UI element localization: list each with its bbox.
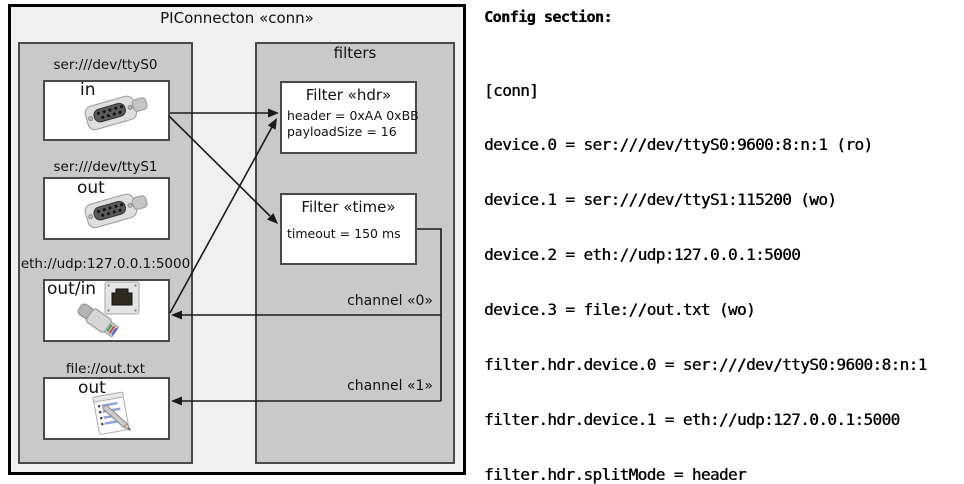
config-line-filter-hdr-splitmode: filter.hdr.splitMode = header xyxy=(484,464,747,484)
diagram-title: PIConnecton «conn» xyxy=(160,9,314,27)
config-line-section: [conn] xyxy=(484,80,539,100)
config-lines: [conn] device.0 = ser:///dev/ttyS0:9600:… xyxy=(484,45,960,484)
filter-time-title: Filter «time» xyxy=(301,198,396,216)
config-line-filter-hdr-device-0: filter.hdr.device.0 = ser:///dev/ttyS0:9… xyxy=(484,355,927,375)
device-io-ttyS0: in xyxy=(80,80,96,100)
device-uri-ttyS1: ser:///dev/ttyS1 xyxy=(53,159,158,175)
ethernet-port-icon xyxy=(104,281,140,315)
ethernet-plug-icon xyxy=(77,303,120,338)
serial-connector-icon xyxy=(84,193,148,229)
device-io-eth: out/in xyxy=(47,279,97,299)
config-section: Config section: [conn] device.0 = ser://… xyxy=(484,8,960,484)
config-heading: Config section: xyxy=(484,8,612,26)
config-line-device-0: device.0 = ser:///dev/ttyS0:9600:8:n:1 (… xyxy=(484,135,873,155)
filter-hdr-attr-header: header = 0xAA 0xBB xyxy=(287,108,419,123)
device-uri-ttyS0: ser:///dev/ttyS0 xyxy=(53,57,158,73)
device-uri-eth: eth://udp:127.0.0.1:5000 xyxy=(20,256,191,272)
config-line-device-3: device.3 = file://out.txt (wo) xyxy=(484,300,756,320)
filter-time-attr-timeout: timeout = 150 ms xyxy=(287,226,401,241)
device-io-ttyS1: out xyxy=(77,178,105,198)
filter-hdr-box xyxy=(280,81,417,154)
config-line-filter-hdr-device-1: filter.hdr.device.1 = eth://udp:127.0.0.… xyxy=(484,409,900,429)
device-io-file: out xyxy=(78,378,106,398)
device-uri-file: file://out.txt xyxy=(65,361,146,377)
filter-hdr-title: Filter «hdr» xyxy=(305,86,392,104)
notepad-icon xyxy=(92,391,132,435)
channel-0-label: channel «0» xyxy=(347,293,433,309)
filter-time-box xyxy=(280,193,417,265)
serial-connector-icon xyxy=(84,95,148,131)
config-line-device-1: device.1 = ser:///dev/ttyS1:115200 (wo) xyxy=(484,190,837,210)
channel-1-label: channel «1» xyxy=(347,378,433,394)
filters-group-label: filters xyxy=(333,44,377,62)
config-line-device-2: device.2 = eth://udp:127.0.0.1:5000 xyxy=(484,245,801,265)
filter-hdr-attr-payloadsize: payloadSize = 16 xyxy=(287,124,397,139)
